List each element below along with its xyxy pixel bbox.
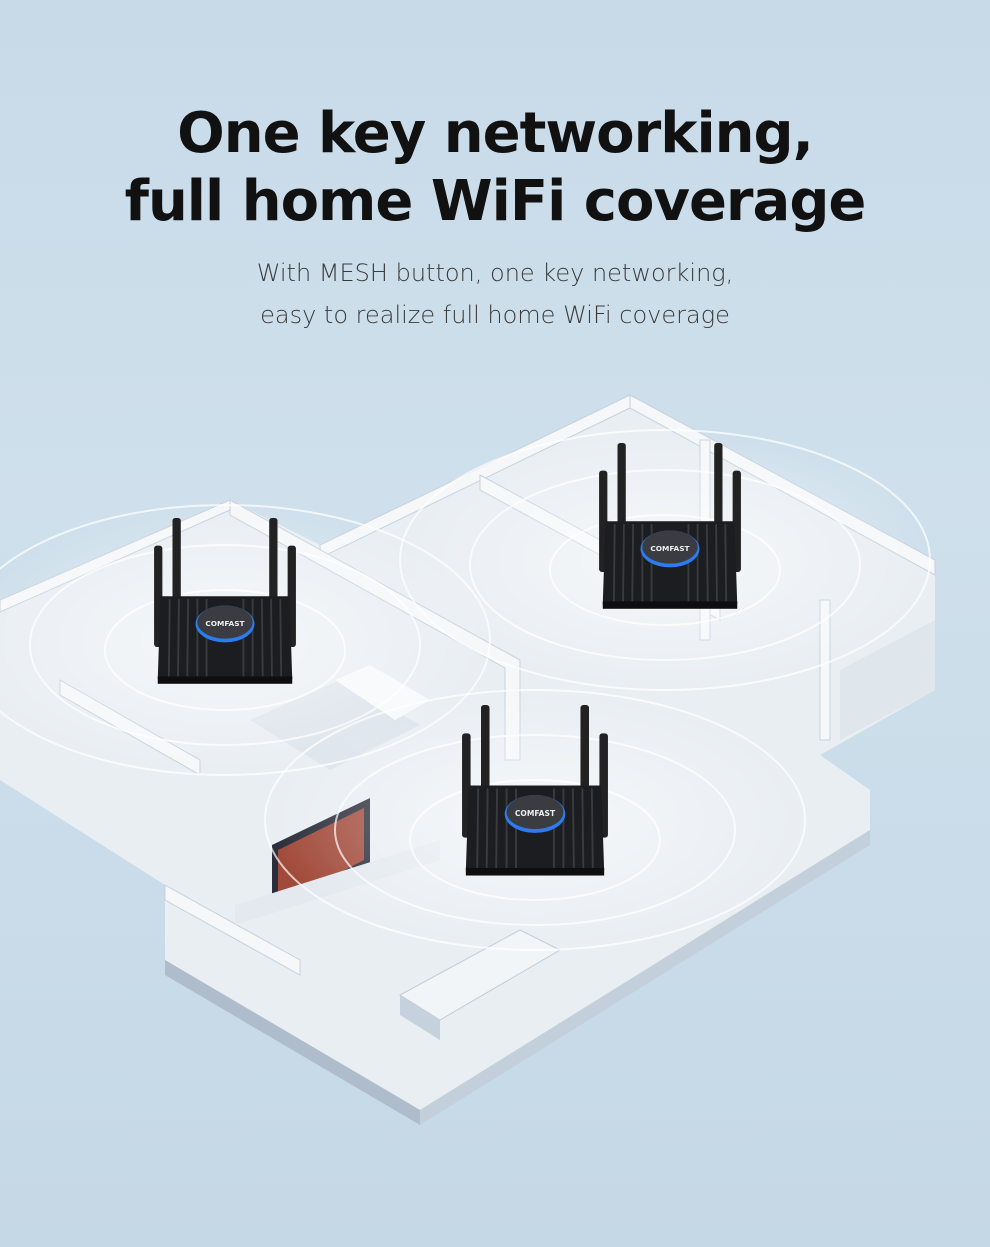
subtitle-line-2: easy to realize full home WiFi coverage	[260, 301, 730, 329]
headline: One key networking, full home WiFi cover…	[0, 100, 990, 236]
headline-line-2: full home WiFi coverage	[124, 169, 867, 234]
subtitle-line-1: With MESH button, one key networking,	[256, 259, 734, 287]
subtitle: With MESH button, one key networking, ea…	[0, 252, 990, 336]
headline-line-1: One key networking,	[177, 101, 814, 166]
